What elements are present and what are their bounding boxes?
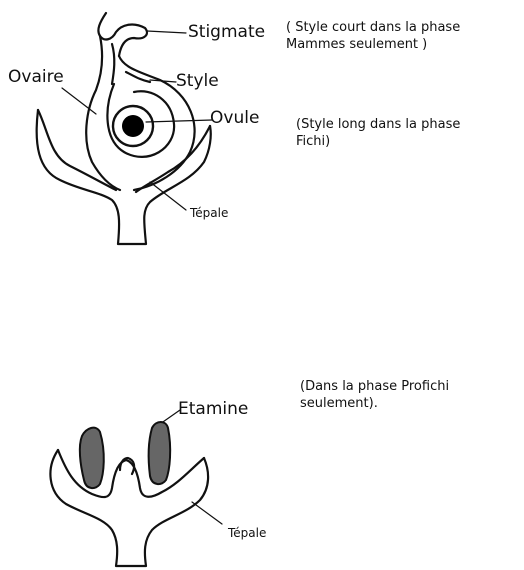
receptacle-outline bbox=[50, 450, 208, 566]
male-flower bbox=[50, 450, 208, 566]
note-style-long-line2: Fichi) bbox=[296, 133, 460, 150]
style-channel bbox=[112, 44, 114, 84]
label-tepale-bottom: Tépale bbox=[228, 527, 266, 539]
note-style-long-line1: (Style long dans la phase bbox=[296, 116, 460, 133]
anther-right bbox=[149, 422, 170, 484]
note-style-long: (Style long dans la phase Fichi) bbox=[296, 116, 460, 150]
label-ovule: Ovule bbox=[210, 110, 259, 127]
note-style-court-line2: Mammes seulement ) bbox=[286, 36, 460, 53]
anther-left bbox=[80, 428, 104, 488]
note-style-court-line1: ( Style court dans la phase bbox=[286, 19, 460, 36]
leader-tepale-top bbox=[150, 182, 186, 210]
label-ovaire: Ovaire bbox=[8, 69, 64, 86]
leader-ovule bbox=[146, 120, 212, 122]
leader-tepale-bottom bbox=[192, 502, 222, 524]
ovule-shape bbox=[122, 115, 144, 137]
note-style-court: ( Style court dans la phase Mammes seule… bbox=[286, 19, 460, 53]
label-style: Style bbox=[176, 73, 219, 90]
style-channel-right bbox=[126, 72, 150, 82]
note-profichi-line1: (Dans la phase Profichi bbox=[300, 378, 449, 395]
leader-stigmate bbox=[147, 31, 186, 33]
note-profichi: (Dans la phase Profichi seulement). bbox=[300, 378, 449, 412]
label-tepale-top: Tépale bbox=[190, 207, 228, 219]
label-stigmate: Stigmate bbox=[188, 24, 265, 41]
label-etamine: Etamine bbox=[178, 401, 248, 418]
stigma-shape bbox=[98, 13, 147, 56]
note-profichi-line2: seulement). bbox=[300, 395, 449, 412]
